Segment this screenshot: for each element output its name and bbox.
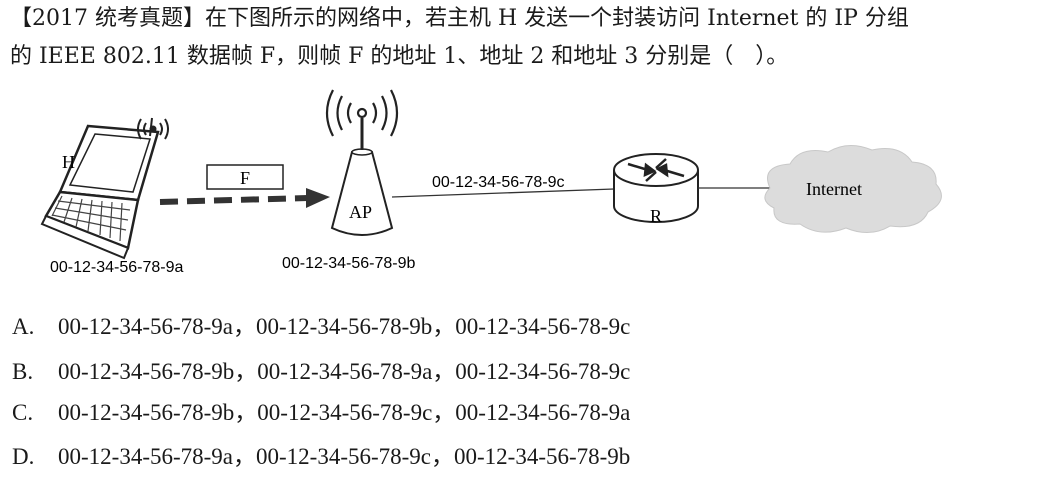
- internet-label: Internet: [806, 179, 862, 199]
- question-line-2: 的 IEEE 802.11 数据帧 F，则帧 F 的地址 1、地址 2 和地址 …: [10, 44, 789, 69]
- option-text: 00-12-34-56-78-9a，00-12-34-56-78-9b，00-1…: [58, 314, 631, 339]
- laptop-icon: [40, 117, 160, 260]
- option-letter: A.: [12, 314, 35, 339]
- option-c[interactable]: C. 00-12-34-56-78-9b，00-12-34-56-78-9c，00…: [12, 398, 630, 428]
- option-text: 00-12-34-56-78-9b，00-12-34-56-78-9a，00-1…: [58, 359, 631, 384]
- ap-label: AP: [349, 202, 372, 222]
- option-letter: C.: [12, 400, 34, 425]
- router-label: R: [650, 206, 662, 226]
- dashed-arrow: [159, 188, 330, 208]
- wifi-large-icon: [325, 89, 399, 137]
- option-b[interactable]: B. 00-12-34-56-78-9b，00-12-34-56-78-9a，00…: [12, 357, 630, 387]
- frame-box: [206, 164, 284, 190]
- ap-mac-label: 00-12-34-56-78-9b: [282, 255, 416, 272]
- router-icon: [613, 153, 699, 223]
- network-diagram: H F AP 00-12-34-56-78-9c: [40, 89, 942, 276]
- ap-router-link: [391, 188, 615, 198]
- cloud-icon: [764, 145, 942, 233]
- option-text: 00-12-34-56-78-9b，00-12-34-56-78-9c，00-1…: [58, 400, 631, 425]
- wifi-small-icon: [137, 118, 169, 140]
- option-d[interactable]: D. 00-12-34-56-78-9a，00-12-34-56-78-9c，00…: [12, 442, 630, 472]
- question-line-1: 【2017 统考真题】在下图所示的网络中，若主机 H 发送一个封装访问 Inte…: [10, 6, 909, 31]
- option-a[interactable]: A. 00-12-34-56-78-9a，00-12-34-56-78-9b，00…: [12, 312, 630, 342]
- frame-label: F: [240, 168, 250, 188]
- option-text: 00-12-34-56-78-9a，00-12-34-56-78-9c，00-1…: [58, 444, 631, 469]
- host-label: H: [62, 152, 75, 172]
- option-letter: B.: [12, 359, 34, 384]
- host-mac-label: 00-12-34-56-78-9a: [50, 259, 184, 276]
- access-point-icon: [330, 118, 394, 236]
- option-letter: D.: [12, 444, 35, 469]
- link-mac-label: 00-12-34-56-78-9c: [432, 174, 565, 191]
